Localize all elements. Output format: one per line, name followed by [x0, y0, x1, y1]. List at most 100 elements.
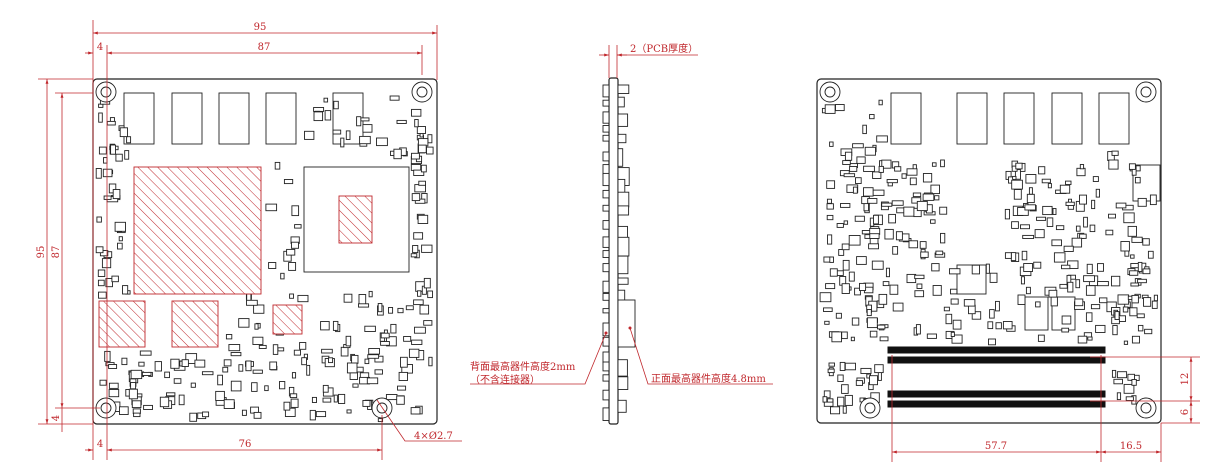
smd-component [311, 396, 317, 403]
side-back-part [602, 111, 610, 124]
smd-component [842, 160, 851, 165]
side-back-part [602, 250, 610, 258]
smd-component [286, 248, 296, 256]
smd-component [1041, 178, 1051, 184]
smd-component [1129, 307, 1138, 317]
smd-component [95, 246, 104, 254]
smd-component [1128, 163, 1136, 170]
smd-component [1061, 264, 1071, 270]
smd-component [869, 375, 878, 386]
smd-component [1013, 189, 1022, 200]
dim-offset-4-bottom: 4 [97, 439, 103, 450]
dim-connector-span: 57.7 [985, 441, 1007, 452]
smd-component [1059, 283, 1068, 289]
hole-callout: 4×Ø2.7 [414, 431, 453, 442]
smd-component [1111, 369, 1117, 378]
side-view: 2（PCB厚度） 背面最高器件高度2mm （不含连接器） 正面最高器件高度4.8… [470, 42, 773, 425]
smd-component [95, 168, 102, 179]
dim-hole-pitch-y-87: 87 [51, 246, 62, 259]
smd-component [989, 272, 998, 283]
smd-component [823, 307, 833, 312]
smd-component [1111, 150, 1119, 156]
smd-component [313, 111, 324, 122]
side-back-part [602, 204, 610, 212]
smd-component [1079, 164, 1085, 170]
smd-component [111, 275, 119, 283]
smd-component [1092, 176, 1099, 182]
smd-component [1116, 371, 1128, 379]
smd-component [112, 189, 121, 200]
smd-component [945, 313, 953, 325]
smd-component [385, 394, 398, 401]
smd-component [1004, 252, 1012, 259]
smd-component [848, 271, 855, 282]
back-height-note: （不含连接器） [470, 373, 540, 386]
side-back-part [602, 280, 610, 293]
smd-component [1025, 286, 1031, 295]
smd-component [1022, 234, 1035, 239]
smd-component [843, 173, 856, 178]
smd-component [238, 364, 244, 372]
smd-component [181, 359, 189, 367]
memory-chip [218, 92, 250, 145]
smd-component [164, 371, 170, 379]
back-dimensions: 57.7 16.5 12 6 [891, 355, 1200, 462]
smd-component [159, 396, 170, 408]
memory-chip [171, 92, 203, 145]
smd-component [1120, 241, 1130, 252]
smd-component [241, 409, 247, 416]
smd-component [410, 407, 421, 415]
smd-component [839, 361, 846, 371]
smd-component [1061, 315, 1072, 325]
smd-component [830, 406, 841, 415]
smd-component [264, 385, 269, 392]
chip [956, 264, 987, 295]
smd-component [885, 267, 890, 278]
side-back-part [602, 407, 610, 421]
smd-component [1011, 221, 1019, 229]
smd-component [283, 401, 291, 411]
smd-component [819, 292, 832, 303]
smd-component [274, 161, 281, 170]
smd-component [1087, 336, 1093, 341]
smd-component [376, 137, 388, 147]
smd-component [826, 180, 836, 189]
side-back-part [602, 336, 610, 347]
smd-component [1125, 396, 1134, 401]
dim-connector-edge-offset: 16.5 [1120, 441, 1142, 452]
smd-component [971, 311, 982, 320]
smd-component [228, 344, 241, 352]
side-back-part [602, 220, 610, 230]
smd-component [1047, 183, 1052, 189]
smd-component [338, 393, 346, 404]
smd-component [1113, 378, 1123, 385]
smd-component [1034, 229, 1045, 239]
smd-component [1095, 324, 1106, 333]
side-front-part [617, 277, 629, 285]
side-front-part [617, 113, 629, 127]
smd-component [1048, 289, 1058, 298]
smd-component [1134, 176, 1141, 184]
smd-component [293, 349, 301, 356]
smd-component [841, 243, 850, 251]
smd-component [389, 95, 400, 101]
smd-component [826, 214, 834, 221]
smd-component [837, 374, 844, 382]
smd-component [878, 165, 884, 173]
smd-component [829, 268, 838, 277]
smd-component [143, 404, 153, 410]
mounting-holes [95, 81, 433, 419]
smd-component [423, 320, 433, 326]
smd-component [915, 324, 921, 335]
smd-component [122, 285, 129, 295]
smd-component [856, 156, 866, 164]
smd-component [356, 116, 362, 127]
keepout-area-2 [171, 300, 219, 348]
smd-component [950, 298, 959, 305]
smd-component [866, 317, 878, 329]
smd-component [1116, 392, 1122, 401]
smd-component [223, 399, 235, 409]
side-front-part [617, 236, 630, 257]
side-back-part [602, 361, 610, 372]
smd-component [332, 320, 339, 331]
